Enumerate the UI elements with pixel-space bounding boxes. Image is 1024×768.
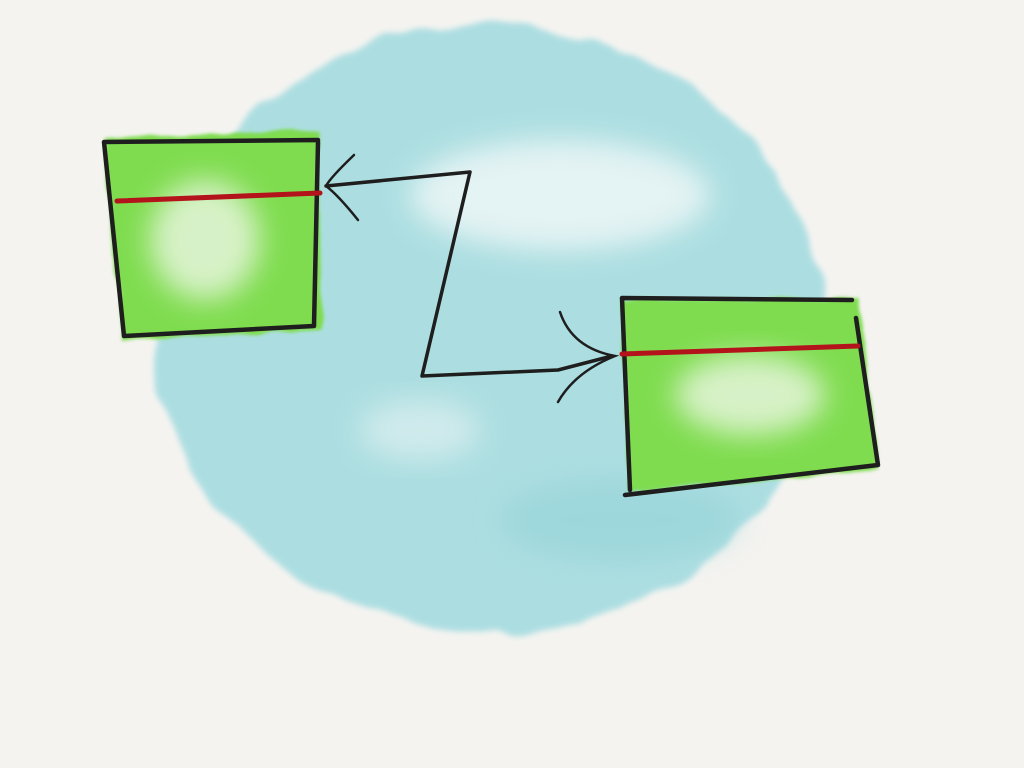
arrowhead-left — [324, 153, 360, 222]
connector-line — [324, 170, 614, 378]
box-right — [619, 295, 881, 498]
box-left-outline — [101, 137, 321, 339]
box-left-divider — [114, 190, 323, 204]
arrowhead-right — [556, 310, 620, 404]
box-left — [101, 130, 323, 340]
box-right-outline — [619, 295, 881, 498]
zigzag-connector — [324, 153, 620, 404]
box-right-divider — [619, 343, 861, 357]
